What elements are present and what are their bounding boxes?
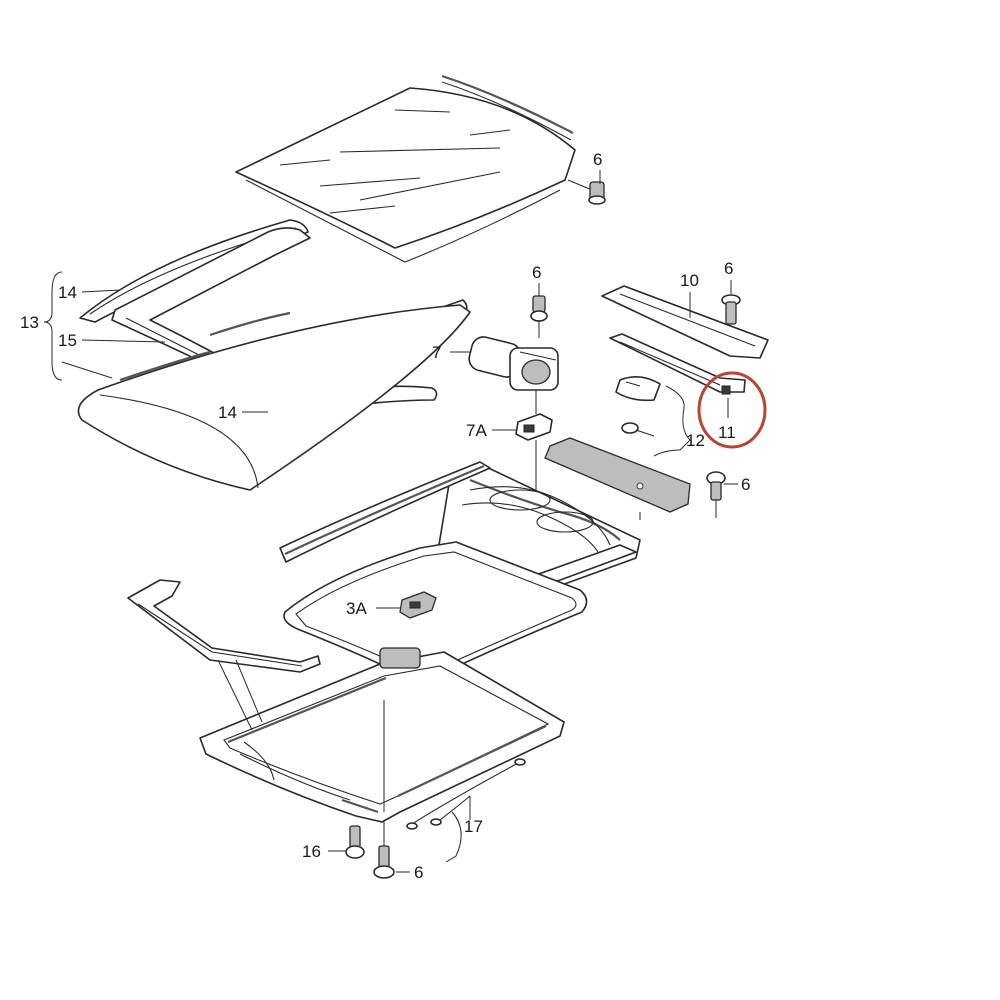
screw-glass — [567, 179, 606, 205]
callout-6-deflector: 6 — [741, 475, 750, 494]
callout-10: 10 — [680, 271, 699, 290]
callout-12: 12 — [686, 431, 705, 450]
screw-bottom — [373, 822, 410, 879]
callout-6-bottom: 6 — [414, 863, 423, 882]
cover-cap-12 — [615, 376, 691, 457]
callout-3a: 3A — [346, 599, 367, 618]
callout-7: 7 — [432, 343, 441, 362]
motor-bracket-7a — [515, 390, 553, 490]
wind-deflector-plate — [544, 437, 691, 520]
callout-16: 16 — [302, 842, 321, 861]
wind-seal-strip — [441, 74, 574, 141]
callout-13: 13 — [20, 313, 39, 332]
drain-seal-rail-left — [279, 461, 491, 563]
seal-channel-left — [127, 579, 321, 673]
callout-6-motor: 6 — [532, 263, 541, 282]
callout-11: 11 — [718, 423, 736, 442]
drain-hoses-17 — [406, 758, 526, 863]
screw-rail — [721, 280, 741, 325]
callout-15: 15 — [58, 331, 77, 350]
highlight-circle-11 — [697, 371, 767, 449]
sunroof-motor — [468, 336, 559, 391]
guide-rail-11 — [609, 333, 746, 395]
screw-deflector — [706, 471, 738, 518]
roof-frame — [199, 647, 565, 823]
screw-16 — [328, 825, 365, 859]
callout-7a: 7A — [466, 421, 487, 440]
headliner-trim-panel — [77, 304, 471, 491]
glass-panel — [235, 87, 576, 263]
callout-6-glass: 6 — [593, 150, 602, 169]
callout-14-top: 14 — [58, 283, 77, 302]
guide-rail-10 — [601, 285, 769, 359]
screw-12 — [621, 422, 655, 437]
callout-17: 17 — [464, 817, 483, 836]
callout-14-mid: 14 — [218, 403, 237, 422]
callout-6-rail: 6 — [724, 259, 733, 278]
screw-motor — [530, 283, 548, 338]
clip-3a — [399, 591, 437, 619]
